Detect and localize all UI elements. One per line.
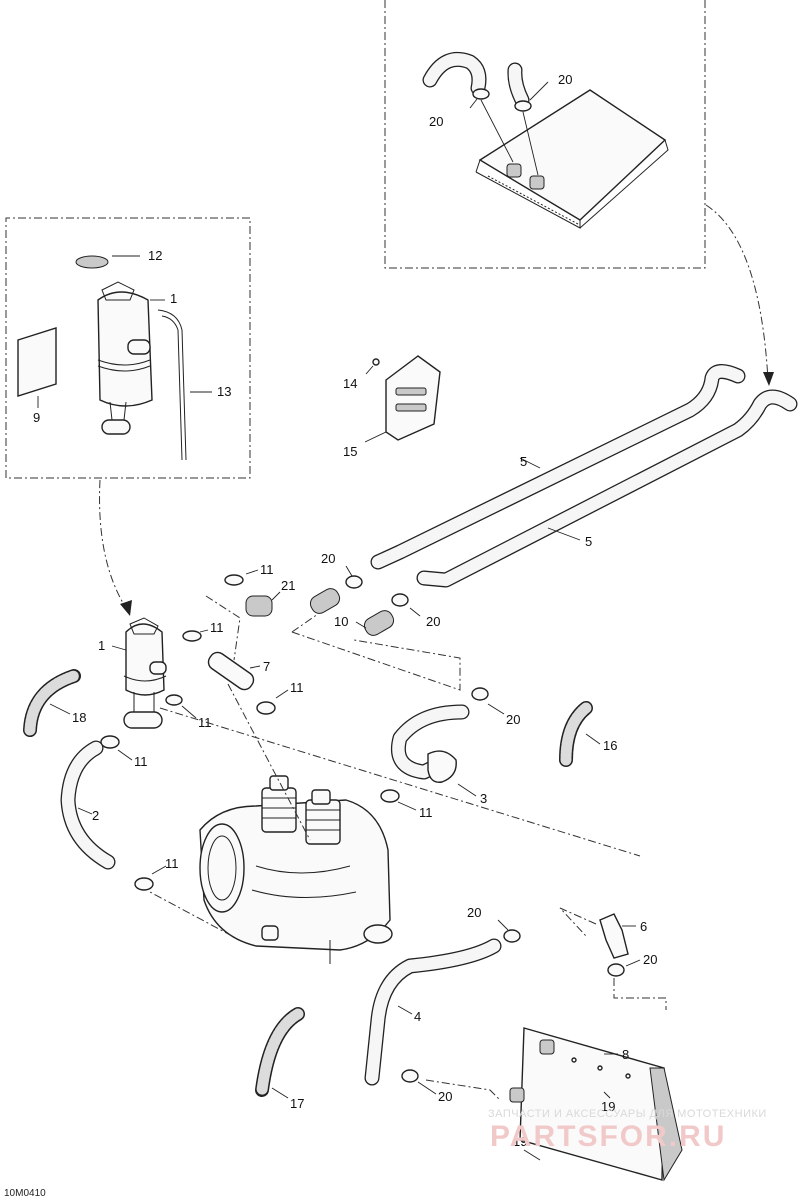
reservoir-bracket: 14 15 [343, 355, 441, 459]
callout-16: 16 [603, 738, 617, 753]
callout-11: 11 [198, 715, 212, 730]
detail-box-heat-exchanger: 20 20 [384, 0, 706, 269]
hose-5-pair: 5 5 [370, 364, 798, 588]
hose-2: 11 2 11 [60, 735, 179, 891]
callout-10: 10 [334, 614, 348, 629]
heat-exchanger-plate [478, 89, 667, 221]
callout-8: 8 [622, 1047, 629, 1062]
callout-11: 11 [419, 805, 433, 820]
callout-20: 20 [467, 905, 481, 920]
callout-14: 14 [343, 376, 357, 391]
callout-7: 7 [263, 659, 270, 674]
decal [17, 327, 57, 397]
heat-exchanger-8: 8 19 19 [509, 1027, 683, 1182]
callout-19: 19 [513, 1134, 527, 1149]
watermark-logo: PARTSFOR.RU [490, 1120, 726, 1153]
callout-20: 20 [321, 551, 335, 566]
detail-box-reservoir: 12 1 13 9 [5, 217, 251, 479]
callout-11: 11 [260, 562, 274, 577]
arrow-down-icon [120, 600, 132, 616]
callout-18: 18 [72, 710, 86, 725]
callout-1: 1 [170, 291, 177, 306]
callout-17: 17 [290, 1096, 304, 1111]
callout-6: 6 [640, 919, 647, 934]
callout-21: 21 [281, 578, 295, 593]
callout-3: 3 [480, 791, 487, 806]
elbow-fitting-6: 6 20 [559, 907, 667, 1010]
callout-20: 20 [438, 1089, 452, 1104]
callout-5: 5 [520, 454, 527, 469]
callout-1: 1 [98, 638, 105, 653]
callout-11: 11 [210, 620, 224, 635]
arrow-down-icon [763, 372, 774, 386]
callout-11: 11 [290, 680, 304, 695]
callout-2: 2 [92, 808, 99, 823]
callout-9: 9 [33, 410, 40, 425]
figure-reference-code: 10M0410 [4, 1188, 46, 1199]
callout-15: 15 [343, 444, 357, 459]
callout-13: 13 [217, 384, 231, 399]
callout-20: 20 [429, 114, 443, 129]
hose-4: 20 4 20 [364, 905, 521, 1104]
corrugated-hose-18: 18 [23, 669, 86, 737]
corrugated-hose-17: 17 [255, 1007, 305, 1111]
callout-11: 11 [165, 856, 179, 871]
watermark-tagline: ЗАПЧАСТИ И АКСЕССУАРЫ ДЛЯ МОТОТЕХНИКИ [488, 1108, 767, 1120]
engine [149, 683, 641, 964]
callout-5: 5 [585, 534, 592, 549]
hose-7-assembly: 11 21 11 7 11 [182, 562, 304, 715]
watermark: ЗАПЧАСТИ И АКСЕССУАРЫ ДЛЯ МОТОТЕХНИКИ PA… [488, 1108, 767, 1153]
callout-12: 12 [148, 248, 162, 263]
callout-20: 20 [426, 614, 440, 629]
fitting-cluster-upper: 20 20 10 [291, 551, 461, 691]
callout-20: 20 [506, 712, 520, 727]
callout-19: 19 [601, 1099, 615, 1114]
callout-4: 4 [414, 1009, 421, 1024]
callout-20: 20 [643, 952, 657, 967]
corrugated-hose-16: 16 [559, 701, 617, 767]
reservoir-cap [75, 255, 109, 269]
reservoir-installed: 1 11 [98, 617, 212, 730]
callout-20: 20 [558, 72, 572, 87]
hose-3: 20 3 11 [380, 687, 520, 820]
callout-11: 11 [134, 754, 148, 769]
